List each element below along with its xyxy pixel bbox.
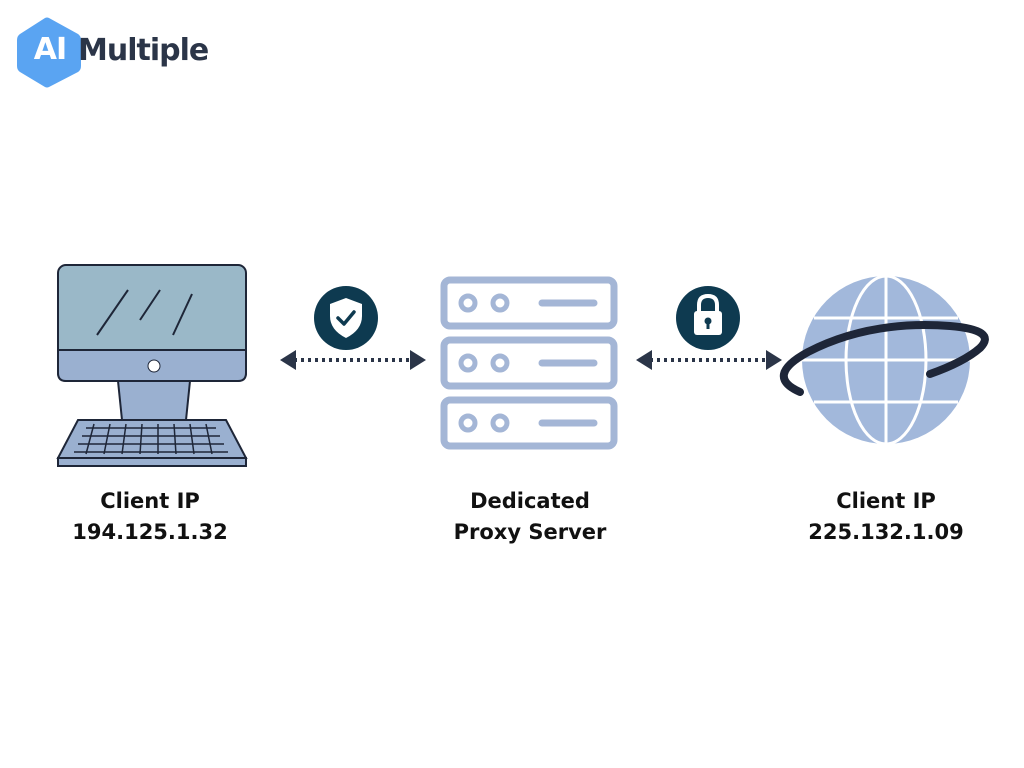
- logo-hexagon-icon: [17, 17, 81, 88]
- client-label-line1: Client IP: [100, 489, 200, 513]
- target-label: Client IP 225.132.1.09: [786, 486, 986, 548]
- proxy-label-line2: Proxy Server: [453, 520, 607, 544]
- brand-logo: AI Multiple: [14, 14, 214, 90]
- client-label: Client IP 194.125.1.32: [50, 486, 250, 548]
- logo-brand-text: Multiple: [78, 33, 209, 68]
- globe-icon: [779, 274, 989, 446]
- connector-proxy-target: [636, 350, 782, 370]
- lock-icon: [676, 286, 740, 350]
- shield-check-icon: [314, 286, 378, 350]
- proxy-label-line1: Dedicated: [470, 489, 590, 513]
- proxy-label: Dedicated Proxy Server: [420, 486, 640, 548]
- logo-ai-text: AI: [33, 32, 67, 67]
- target-label-line1: Client IP: [836, 489, 936, 513]
- client-ip-value: 194.125.1.32: [72, 520, 228, 544]
- connector-client-proxy: [280, 350, 426, 370]
- target-ip-value: 225.132.1.09: [808, 520, 964, 544]
- server-icon: [440, 276, 618, 450]
- computer-icon: [56, 264, 248, 467]
